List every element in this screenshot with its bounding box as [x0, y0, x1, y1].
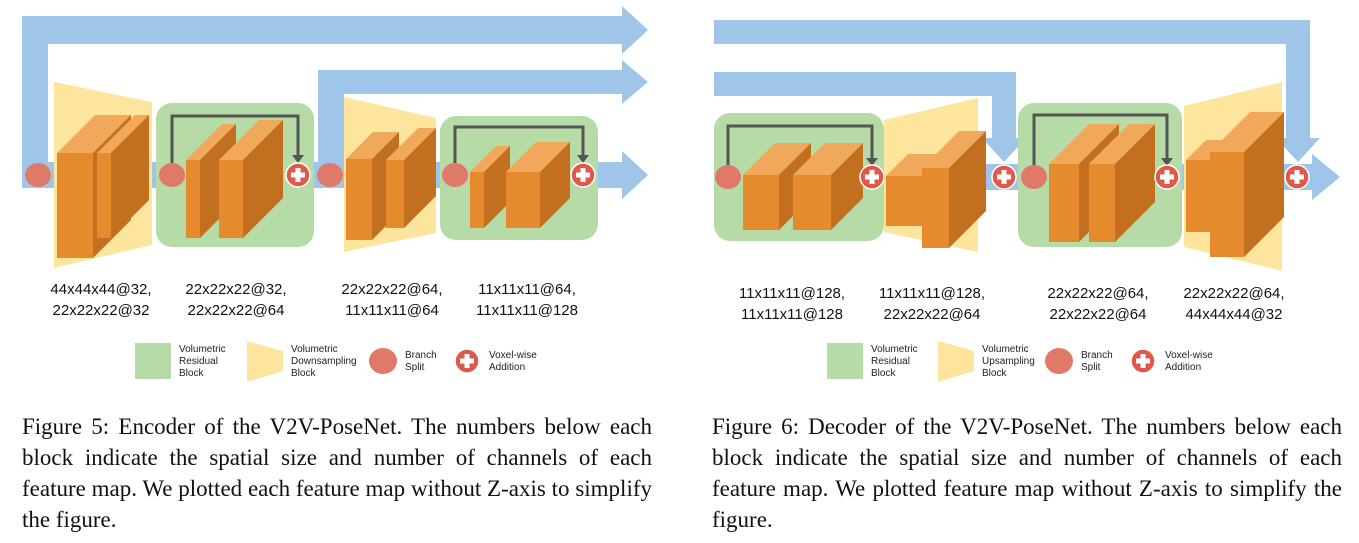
residual-connector: [170, 114, 300, 163]
feature-map: [97, 115, 149, 238]
residual-connector: [1032, 113, 1169, 166]
feature-map: [470, 146, 510, 228]
branch-split-node: [25, 163, 51, 187]
size-label: 11x11x11@128,: [879, 285, 985, 302]
legend-text: Volumetric: [871, 344, 918, 355]
branch-split-node: [1021, 165, 1047, 189]
legend-text: Split: [1081, 362, 1101, 373]
legend-text: Volumetric: [291, 344, 338, 355]
size-label: 22x22x22@64,: [1047, 285, 1148, 302]
feature-map: [1210, 112, 1284, 257]
decoder-size-labels: 11x11x11@128, 11x11x11@128 11x11x11@128, 22…: [739, 285, 1285, 323]
voxel-add-node: [454, 348, 480, 374]
size-label: 11x11x11@64: [345, 302, 439, 319]
branch-split-node: [715, 165, 741, 189]
feature-map: [743, 143, 811, 230]
size-label: 11x11x11@128: [476, 302, 578, 319]
voxel-add-node: [991, 164, 1017, 190]
inner-skip-arrow: [714, 72, 1026, 162]
feature-map: [386, 128, 436, 228]
size-label: 44x44x44@32: [1186, 306, 1283, 323]
legend-text: Split: [405, 362, 425, 373]
residual-connector: [453, 125, 585, 163]
legend-text: Block: [871, 368, 896, 379]
legend-text: Addition: [489, 362, 525, 373]
legend-text: Block: [179, 368, 204, 379]
legend-text: Block: [291, 368, 316, 379]
encoder-size-labels: 44x44x44@32, 22x22x22@32 22x22x22@32, 22x22…: [50, 281, 578, 319]
inner-skip-arrow: [318, 60, 648, 188]
legend-text: Branch: [1081, 350, 1113, 361]
voxel-add-node: [1130, 348, 1156, 374]
branch-split-node: [442, 163, 468, 187]
size-label: 11x11x11@64,: [478, 281, 576, 298]
size-label: 22x22x22@64: [188, 302, 285, 319]
size-label: 22x22x22@64: [1050, 306, 1147, 323]
size-label: 22x22x22@64,: [1183, 285, 1284, 302]
decoder-blocks: [714, 82, 1310, 271]
voxel-add-node: [285, 162, 311, 188]
legend-text: Downsampling: [291, 356, 357, 367]
legend-sampling-swatch: [938, 341, 974, 382]
legend-text: Residual: [871, 356, 910, 367]
outer-skip-arrow: [714, 20, 1320, 162]
voxel-add-node: [859, 164, 885, 190]
encoder-blocks: [25, 82, 598, 268]
v2v-posenet-diagram: 44x44x44@32, 22x22x22@32 22x22x22@32, 22x22…: [22, 6, 1340, 382]
outer-skip-arrow: [22, 6, 648, 188]
size-label: 22x22x22@32: [53, 302, 150, 319]
legend-residual-swatch: [827, 343, 863, 379]
branch-split-node: [317, 163, 343, 187]
residual-connector: [726, 124, 874, 166]
feature-map: [793, 143, 863, 230]
legend-text: Branch: [405, 350, 437, 361]
figure-6-caption: Figure 6: Decoder of the V2V-PoseNet. Th…: [712, 414, 1342, 532]
connector-arrowhead: [866, 158, 878, 166]
legend-split-swatch: [1045, 348, 1073, 374]
feature-map: [922, 131, 986, 248]
figure-5-caption: Figure 5: Encoder of the V2V-PoseNet. Th…: [22, 414, 652, 532]
size-label: 22x22x22@32,: [185, 281, 286, 298]
voxel-add-node: [1154, 164, 1180, 190]
legend-text: Voxel-wise: [489, 350, 537, 361]
encoder-legend: VolumetricResidualBlockVolumetricDownsam…: [135, 341, 537, 382]
legend-text: Voxel-wise: [1165, 350, 1213, 361]
feature-map: [1089, 124, 1155, 242]
legend-text: Upsampling: [982, 356, 1035, 367]
legend-text: Volumetric: [982, 344, 1029, 355]
branch-split-node: [159, 163, 185, 187]
legend-sampling-swatch: [247, 341, 283, 382]
voxel-add-node: [1284, 164, 1310, 190]
legend-text: Volumetric: [179, 344, 226, 355]
connector-arrowhead: [292, 155, 304, 163]
legend-split-swatch: [369, 348, 397, 374]
size-label: 44x44x44@32,: [50, 281, 151, 298]
size-label: 11x11x11@128: [741, 306, 843, 323]
size-label: 22x22x22@64,: [341, 281, 442, 298]
legend-text: Block: [982, 368, 1007, 379]
legend-text: Addition: [1165, 362, 1201, 373]
size-label: 11x11x11@128,: [739, 285, 845, 302]
connector-arrowhead: [1161, 158, 1173, 166]
decoder-legend: VolumetricResidualBlockVolumetricUpsampl…: [827, 341, 1213, 382]
voxel-add-node: [570, 162, 596, 188]
feature-map: [506, 142, 570, 228]
legend-text: Residual: [179, 356, 218, 367]
legend-residual-swatch: [135, 343, 171, 379]
connector-arrowhead: [577, 155, 589, 163]
size-label: 22x22x22@64: [884, 306, 981, 323]
feature-map: [219, 120, 283, 238]
